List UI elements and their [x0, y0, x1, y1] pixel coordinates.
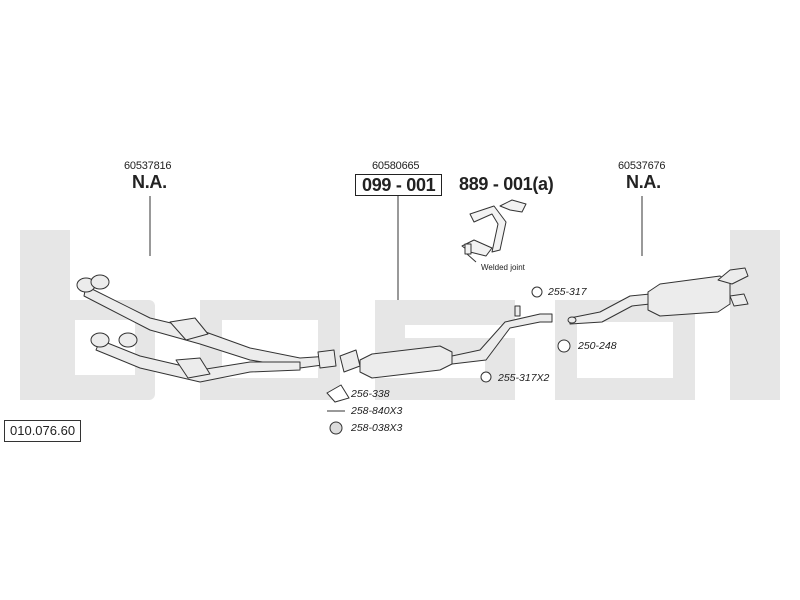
code-label: 099 - 001 [355, 174, 443, 196]
rear-silencer-drawing [567, 267, 749, 325]
code-label: 889 - 001(a) [459, 174, 554, 194]
center-silencer-drawing [339, 305, 553, 379]
code-label: N.A. [132, 172, 167, 192]
front-pipe-drawing [76, 274, 337, 383]
part-number-label: 60580665 [372, 160, 420, 172]
welded-joint-note: Welded joint [481, 263, 525, 272]
part-icons [326, 286, 571, 435]
part-ref-label: 258-840X3 [351, 405, 403, 417]
part-ref-label: 258-038X3 [351, 422, 403, 434]
ring-x2-icon [480, 371, 492, 383]
part-number-label: 60537676 [618, 160, 666, 172]
welded-joint-pointer [466, 253, 477, 263]
part-ref-label: 255-317X2 [498, 372, 550, 384]
code-label: N.A. [626, 172, 661, 192]
gasket-icon [326, 384, 350, 403]
clamp-icon [557, 339, 571, 353]
part-ref-label: 256-338 [351, 388, 390, 400]
reference-number: 010.076.60 [4, 420, 82, 442]
part-ref-label: 250-248 [578, 340, 617, 352]
part-number-label: 60537816 [124, 160, 172, 172]
detail-pipe-drawing [461, 199, 527, 257]
nut-icon [329, 421, 343, 435]
leader-lines [149, 196, 643, 300]
ring-icon [531, 286, 543, 298]
part-ref-label: 255-317 [548, 286, 587, 298]
